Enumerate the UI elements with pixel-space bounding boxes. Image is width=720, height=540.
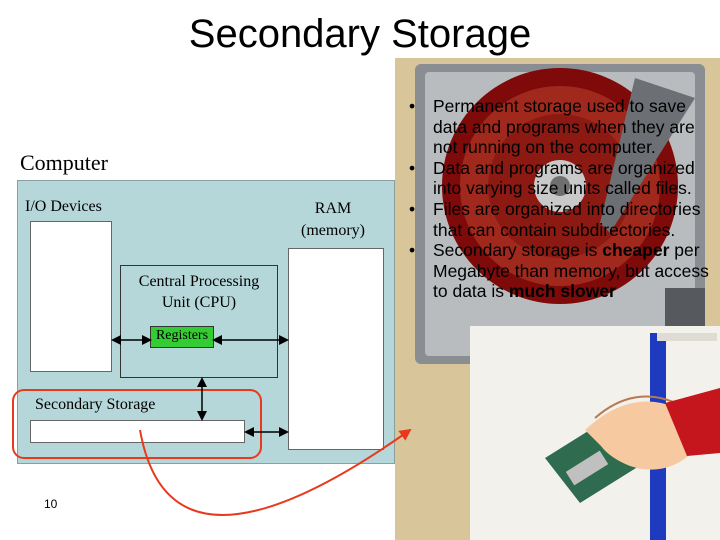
bullet-emphasis: much slower bbox=[508, 281, 616, 302]
secondary-storage-label: Secondary Storage bbox=[35, 396, 156, 413]
bullet-item: Secondary storage is cheaper per Megabyt… bbox=[405, 240, 715, 302]
cpu-label-line: Unit (CPU) bbox=[161, 294, 237, 311]
bullet-item: Permanent storage used to save data and … bbox=[405, 96, 715, 158]
ram-label-line: (memory) bbox=[301, 222, 365, 239]
registers-label: Registers bbox=[155, 328, 209, 343]
floppy-disk-hand-icon bbox=[545, 388, 720, 503]
ram-label: RAM (memory) bbox=[290, 198, 376, 242]
bullet-emphasis: cheaper bbox=[602, 240, 670, 261]
page-number: 10 bbox=[44, 497, 58, 511]
bullet-item: Files are organized into directories tha… bbox=[405, 199, 715, 240]
io-devices-box bbox=[30, 221, 112, 372]
bullet-text: Secondary storage is bbox=[433, 240, 603, 261]
bullet-list: Permanent storage used to save data and … bbox=[405, 96, 715, 302]
cpu-label: Central Processing Unit (CPU) bbox=[122, 271, 276, 313]
highlight-outline bbox=[12, 389, 262, 459]
cpu-label-line: Central Processing bbox=[138, 273, 260, 290]
io-devices-label: I/O Devices bbox=[25, 198, 102, 215]
cpu-box bbox=[120, 265, 278, 378]
slide-title: Secondary Storage bbox=[188, 12, 532, 56]
ram-label-line: RAM bbox=[314, 200, 352, 217]
bullet-text: per Megabyte than memory, but access to … bbox=[433, 240, 709, 302]
computer-label: Computer bbox=[20, 150, 108, 175]
ram-box bbox=[288, 248, 384, 450]
bullet-item: Data and programs are organized into var… bbox=[405, 158, 715, 199]
